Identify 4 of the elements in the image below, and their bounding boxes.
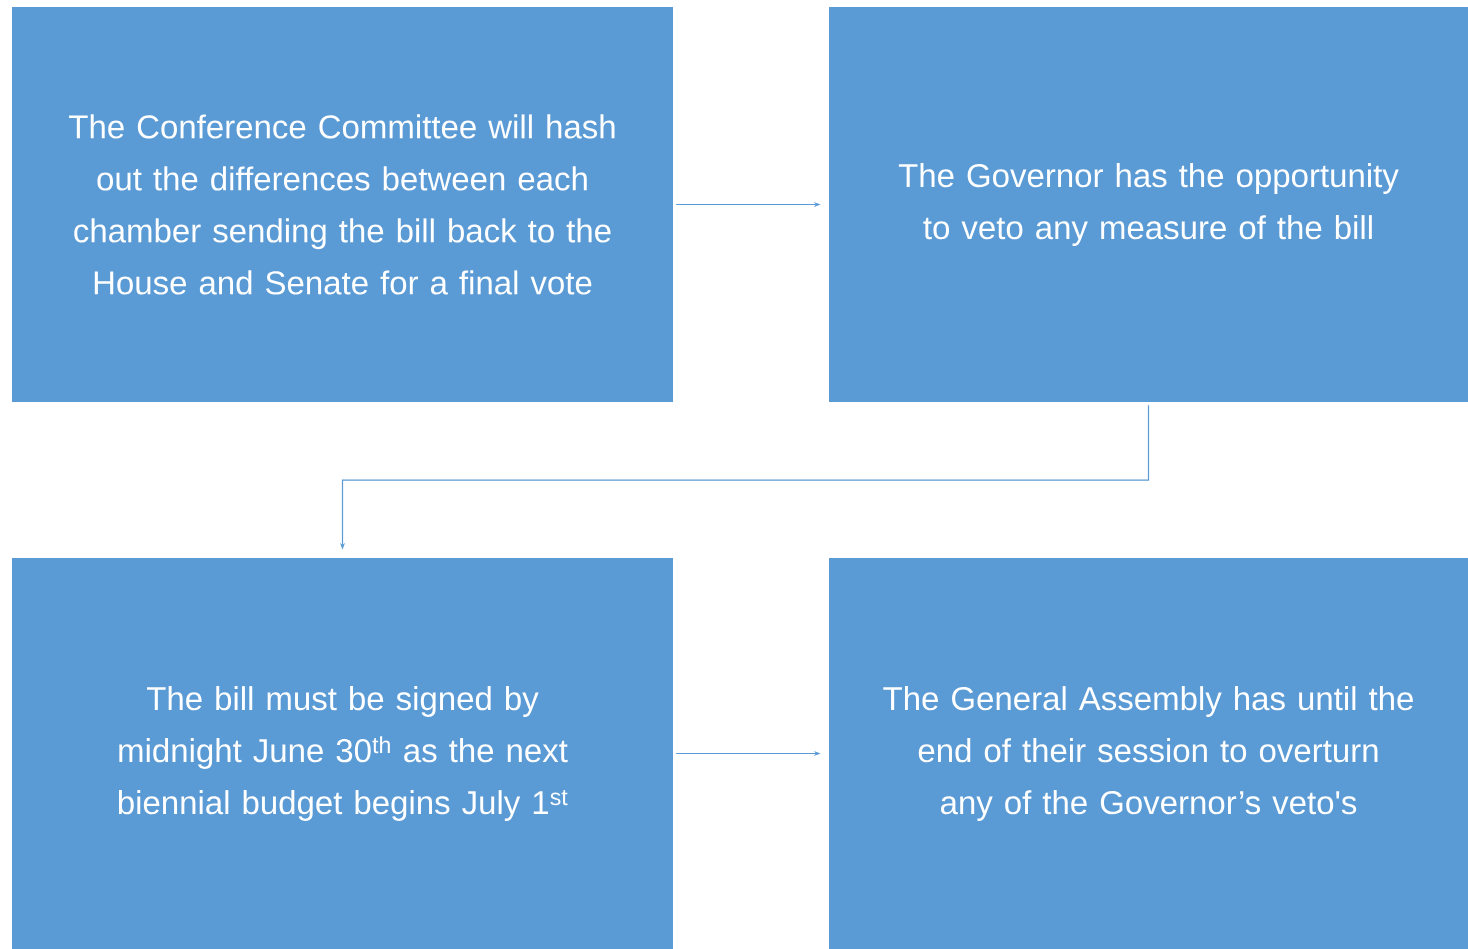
process-box: The Governor has the opportunity to veto any measure of the bill (829, 7, 1468, 402)
process-box: The General Assembly has until the end of their session to overturn any of the Governor’s veto's (829, 558, 1468, 949)
process-box: The bill must be signed by midnight June 30$^{th}$ as the next biennial budget begins July 1$^{st}$ (12, 558, 673, 949)
process-box: The Conference Committee will hash out the differences between each chamber sending the bill back to the House and Senate for a final vote (12, 7, 673, 402)
